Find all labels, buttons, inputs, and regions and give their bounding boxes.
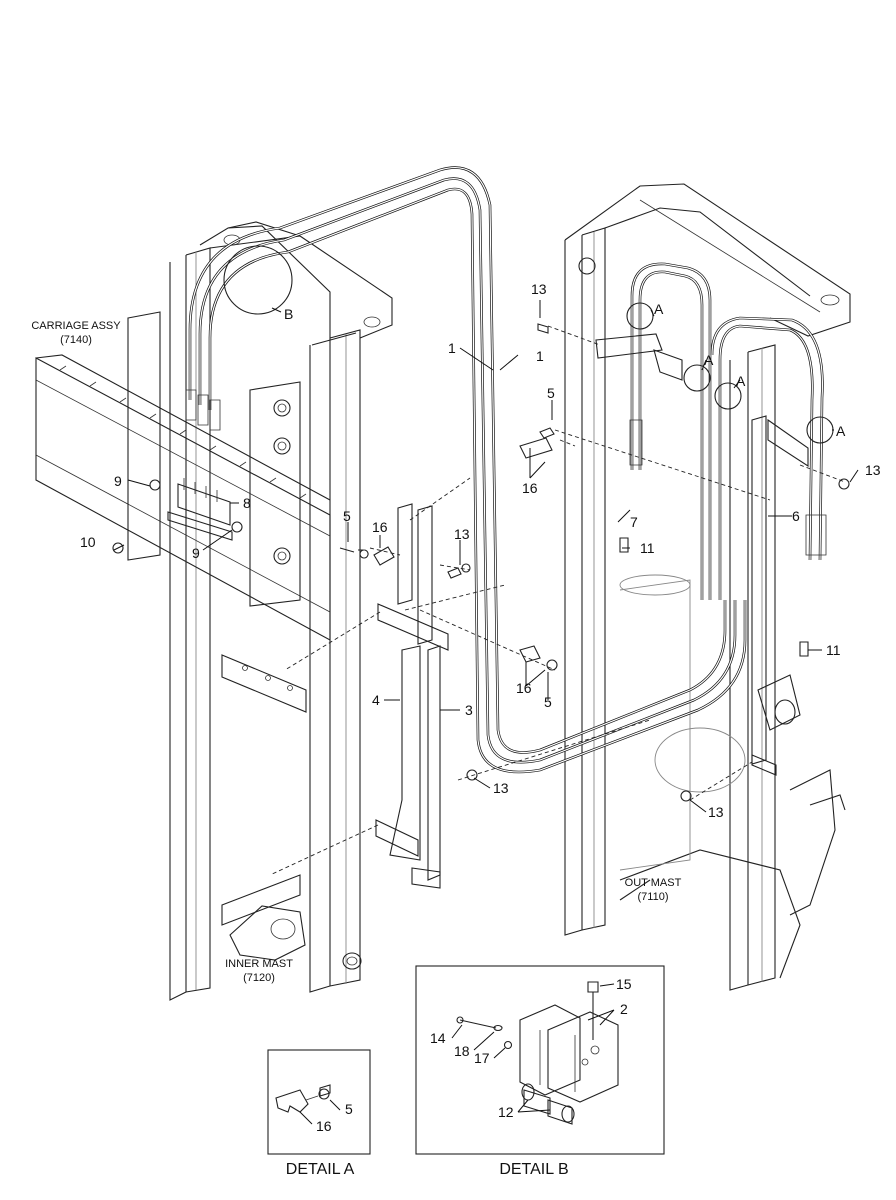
- leader-lines: [113, 300, 859, 813]
- part-label-6: 6: [792, 508, 800, 524]
- part-label-16-upper: 16: [522, 480, 538, 496]
- carriage-assy-code: (7140): [60, 334, 92, 346]
- part-label-16-lower: 16: [516, 680, 532, 696]
- part-label-11-mid: 11: [640, 540, 655, 556]
- callout-a-2: A: [704, 352, 714, 368]
- part-label-9-left: 9: [114, 473, 122, 489]
- detail-a-label-5: 5: [345, 1101, 353, 1117]
- dashed-connectors: [269, 325, 846, 876]
- detail-b-label-15: 15: [616, 976, 632, 992]
- inner-mast-drawing: [169, 221, 393, 1001]
- part-label-11-right: 11: [826, 642, 841, 658]
- part-label-5-lower: 5: [544, 694, 552, 710]
- part-label-9-lower: 9: [192, 545, 200, 561]
- detail-a-label-16: 16: [316, 1118, 332, 1134]
- carriage-assembly-drawing: [35, 311, 331, 641]
- part-label-7: 7: [630, 514, 638, 530]
- part-label-13-bottom: 13: [708, 804, 724, 820]
- detail-a-circle-2: [683, 364, 711, 392]
- part-label-1-left: 1: [448, 340, 456, 356]
- part-label-13-lower: 13: [493, 780, 509, 796]
- detail-b-circle: [223, 245, 293, 315]
- out-mast-drawing: [564, 183, 851, 991]
- detail-b-label-2: 2: [620, 1001, 628, 1017]
- detail-b-label-17: 17: [474, 1050, 490, 1066]
- detail-a-circle-1: [626, 302, 654, 330]
- detail-b-label-18: 18: [454, 1043, 470, 1059]
- part-label-13-mid: 13: [454, 526, 470, 542]
- detail-a-circle-3: [714, 382, 742, 410]
- detail-callout-circles: [223, 245, 834, 444]
- hydraulic-hoses: [185, 166, 827, 774]
- detail-b-panel: [415, 965, 665, 1155]
- part-label-5-upper: 5: [547, 385, 555, 401]
- part-label-1-right: 1: [536, 348, 544, 364]
- part-label-8: 8: [243, 495, 251, 511]
- part-label-16-left: 16: [372, 519, 388, 535]
- callout-a-3: A: [736, 373, 746, 389]
- out-mast-label: OUT MAST: [625, 877, 682, 889]
- carriage-assy-label: CARRIAGE ASSY: [31, 320, 121, 332]
- callout-a-1: A: [654, 301, 664, 317]
- fasteners: [112, 323, 850, 802]
- part-label-4: 4: [372, 692, 380, 708]
- callout-a-4: A: [836, 423, 846, 439]
- callout-b: B: [284, 306, 293, 322]
- inner-mast-code: (7120): [243, 972, 275, 984]
- part-label-13-right: 13: [865, 462, 881, 478]
- detail-a-panel: [267, 1049, 371, 1155]
- detail-b-title: DETAIL B: [499, 1161, 568, 1178]
- part-label-3: 3: [465, 702, 473, 718]
- part-label-13-top: 13: [531, 281, 547, 297]
- detail-b-label-12: 12: [498, 1104, 514, 1120]
- out-mast-code: (7110): [638, 891, 669, 903]
- part-label-5-left: 5: [343, 508, 351, 524]
- hose-guides: [375, 333, 809, 889]
- detail-b-label-14: 14: [430, 1030, 446, 1046]
- detail-a-title: DETAIL A: [286, 1161, 355, 1178]
- part-label-10: 10: [80, 534, 96, 550]
- inner-mast-label: INNER MAST: [225, 958, 293, 970]
